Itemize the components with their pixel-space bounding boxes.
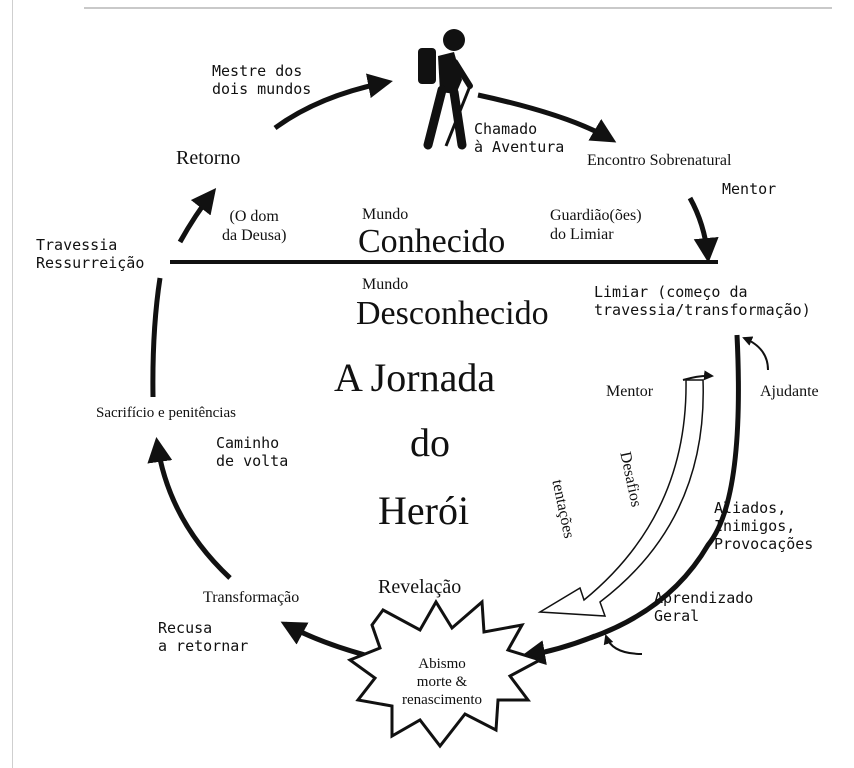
stage-threshold-guardians: Guardião(ões) do Limiar xyxy=(550,207,642,244)
stage-road-back: Caminho de volta xyxy=(216,434,289,470)
unknown-world-big: Desconhecido xyxy=(356,295,549,332)
learning-pointer-arrow xyxy=(603,634,643,655)
cycle-arrow-left-up xyxy=(177,188,217,244)
stage-sacrifice: Sacrifício e penitências xyxy=(96,405,236,421)
hiker-icon xyxy=(418,29,473,150)
title-line-3: Herói xyxy=(378,488,470,533)
known-world-small: Mundo xyxy=(362,206,409,223)
cycle-arrow-into-abyss xyxy=(520,633,596,665)
descent-hollow-arrow xyxy=(537,379,704,617)
stage-allies: Aliados, Inimigos, Provocações xyxy=(714,499,814,553)
stage-revelation: Revelação xyxy=(378,576,462,598)
stage-crossing-resurrection: Travessia Ressurreição xyxy=(36,236,145,272)
stage-threshold-start: Limiar (começo da travessia/transformaçã… xyxy=(594,283,811,319)
mentor-pointer-arrow xyxy=(682,370,714,381)
stage-call-to-adventure: Chamado à Aventura xyxy=(474,120,565,156)
stage-master-two-worlds: Mestre dos dois mundos xyxy=(212,62,312,98)
cycle-line-right xyxy=(589,334,741,641)
stage-mentor-right: Mentor xyxy=(606,383,654,400)
known-world-big: Conhecido xyxy=(358,223,506,260)
stage-helper: Ajudante xyxy=(760,383,819,400)
cycle-arrow-top-left xyxy=(273,73,393,131)
stage-general-learning: Aprendizado Geral xyxy=(654,589,754,625)
unknown-world-small: Mundo xyxy=(362,276,409,293)
stage-refuse-return: Recusa a retornar xyxy=(158,619,249,655)
cycle-line-left xyxy=(150,277,163,398)
cycle-arrow-right-threshold xyxy=(687,196,719,263)
cycle-arrow-top-right xyxy=(477,92,617,143)
stage-goddess-gift: (O dom da Deusa) xyxy=(222,208,287,245)
cycle-arrow-left-lower xyxy=(147,437,232,580)
stage-supernatural-encounter: Encontro Sobrenatural xyxy=(587,152,732,169)
stage-transformation: Transformação xyxy=(203,589,300,606)
cycle-arrow-bottom-left xyxy=(280,621,366,658)
stage-return: Retorno xyxy=(176,147,241,169)
helper-pointer-arrow xyxy=(742,336,769,371)
stage-mentor-top: Mentor xyxy=(722,180,777,198)
page-left-rule xyxy=(12,0,13,768)
title-line-2: do xyxy=(410,420,450,465)
title-line-1: A Jornada xyxy=(334,355,496,400)
abyss-starburst xyxy=(346,598,544,749)
stage-abyss: Abismo morte & renascimento xyxy=(402,656,482,708)
page-top-rule xyxy=(84,7,832,9)
